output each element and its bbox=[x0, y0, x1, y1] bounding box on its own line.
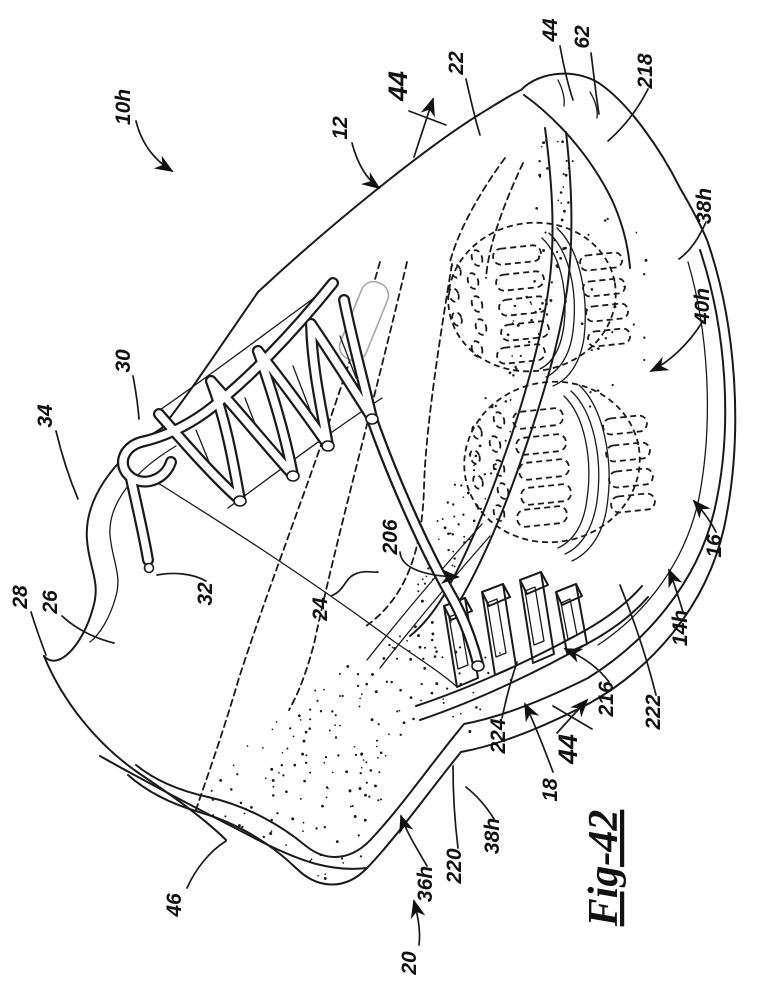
ref-label-218: 218 bbox=[634, 53, 657, 89]
lace-tip bbox=[321, 440, 335, 452]
cushion-pod-lower bbox=[463, 380, 656, 562]
ref-36h: 36h bbox=[399, 814, 437, 902]
heel-counter-line bbox=[523, 94, 631, 269]
midsole-and-heel-lines bbox=[135, 94, 727, 858]
pod-lower-vent-holes bbox=[469, 411, 510, 522]
ref-18: 18 bbox=[524, 702, 562, 802]
lace-tip bbox=[471, 660, 485, 672]
collar-cuff-outer bbox=[43, 427, 163, 662]
ref-44-bottom: 44 bbox=[552, 698, 593, 765]
toe-stipple-texture bbox=[208, 632, 438, 880]
lace-aglet bbox=[143, 562, 155, 574]
ref-40h: 40h bbox=[649, 288, 714, 372]
ref-label-62: 62 bbox=[571, 25, 594, 49]
ref-34: 34 bbox=[34, 404, 79, 500]
ref-label-46: 46 bbox=[163, 893, 186, 918]
ref-label-24: 24 bbox=[309, 597, 332, 622]
ref-label-224: 224 bbox=[487, 718, 510, 754]
ref-62: 62 bbox=[571, 25, 600, 115]
ref-44-top: 44 bbox=[383, 71, 447, 158]
ref-label-222: 222 bbox=[642, 694, 665, 730]
ref-38h-right: 38h bbox=[678, 188, 716, 260]
ref-32: 32 bbox=[156, 572, 217, 606]
ref-44-heel: 44 bbox=[539, 18, 574, 101]
ref-label-36h: 36h bbox=[414, 866, 437, 902]
ref-label-44-top: 44 bbox=[383, 71, 413, 102]
ref-label-40h: 40h bbox=[691, 288, 714, 325]
figure-number: Fig-42 bbox=[581, 810, 627, 928]
ref-28: 28 bbox=[9, 585, 47, 656]
heel-strap-edge-right bbox=[457, 131, 573, 605]
ref-label-44-bottom: 44 bbox=[553, 734, 583, 765]
pod-upper-vent-holes bbox=[448, 249, 488, 358]
ref-46: 46 bbox=[163, 840, 227, 918]
throat-line bbox=[149, 477, 457, 687]
collar-stitch-1 bbox=[557, 79, 565, 107]
ref-224: 224 bbox=[487, 661, 518, 755]
ref-10h: 10h bbox=[112, 89, 174, 172]
ref-30: 30 bbox=[112, 349, 140, 420]
ref-label-26: 26 bbox=[39, 590, 62, 615]
ref-14h: 14h bbox=[668, 568, 692, 646]
pod-upper-ribs bbox=[492, 244, 631, 365]
ref-label-30: 30 bbox=[112, 349, 135, 373]
ref-38h-bottom: 38h bbox=[465, 786, 504, 854]
ref-label-44-heel: 44 bbox=[539, 18, 562, 43]
collar-stitch-2 bbox=[589, 91, 598, 119]
lower-quarter-sweep bbox=[43, 655, 227, 841]
quarter-topline bbox=[161, 291, 259, 429]
ref-label-220: 220 bbox=[443, 848, 466, 884]
ref-206: 206 bbox=[379, 519, 460, 584]
ref-20: 20 bbox=[398, 899, 426, 976]
heel-strap-stipple-texture bbox=[414, 139, 574, 629]
ref-216: 216 bbox=[563, 648, 618, 718]
ref-22: 22 bbox=[445, 51, 481, 136]
ref-label-14h: 14h bbox=[669, 610, 692, 646]
heel-strap-edge-left bbox=[409, 127, 554, 637]
vamp-edge-line bbox=[99, 755, 368, 870]
ref-label-16: 16 bbox=[703, 534, 726, 558]
ref-label-34: 34 bbox=[34, 404, 57, 428]
ref-label-206: 206 bbox=[379, 519, 402, 555]
ref-label-12: 12 bbox=[329, 116, 352, 140]
pod-upper-sidewall bbox=[539, 227, 586, 387]
upper-outline bbox=[43, 72, 737, 886]
lace-tip bbox=[365, 413, 379, 425]
ref-label-28: 28 bbox=[9, 585, 32, 610]
lace-tip bbox=[286, 470, 300, 482]
ref-label-38h-bottom: 38h bbox=[481, 818, 504, 854]
ref-label-216: 216 bbox=[595, 681, 618, 717]
ref-label-10h: 10h bbox=[112, 89, 135, 125]
ref-12: 12 bbox=[329, 116, 381, 190]
ref-220: 220 bbox=[443, 765, 466, 885]
ref-26: 26 bbox=[39, 590, 115, 644]
ref-label-32: 32 bbox=[194, 582, 217, 606]
ref-222: 222 bbox=[619, 584, 665, 731]
reference-labels: 10h 12 44 22 44 62 218 38h bbox=[9, 18, 726, 976]
ref-label-22: 22 bbox=[445, 51, 468, 76]
lacing bbox=[116, 277, 485, 672]
ref-label-18: 18 bbox=[539, 778, 562, 802]
hidden-chassis-lines bbox=[195, 157, 524, 811]
ref-label-20: 20 bbox=[398, 951, 421, 976]
ref-label-38h-right: 38h bbox=[693, 188, 716, 224]
pod-lower-sidewall bbox=[557, 384, 610, 562]
ref-218: 218 bbox=[607, 53, 657, 142]
ref-24: 24 bbox=[309, 570, 379, 622]
lace-tip bbox=[233, 495, 247, 507]
laces-fill bbox=[119, 279, 482, 668]
ref-16: 16 bbox=[692, 499, 726, 558]
pod-area-stipple-texture bbox=[562, 186, 648, 408]
